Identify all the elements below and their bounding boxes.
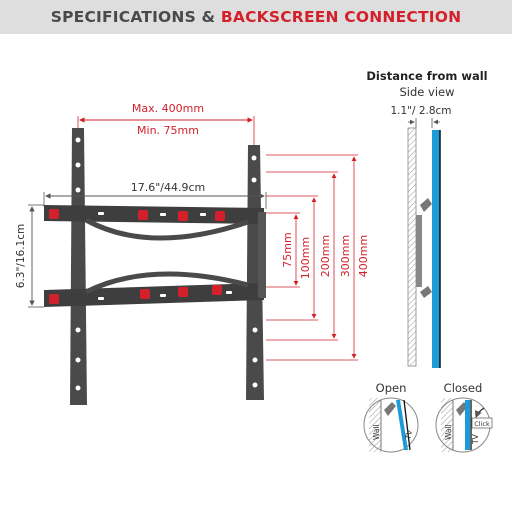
red-cap	[138, 210, 148, 220]
click-arrow-icon	[474, 407, 485, 419]
open-label: Open	[376, 381, 407, 395]
red-cap	[212, 285, 222, 295]
red-cap	[49, 294, 59, 304]
wall-distance-label: 1.1"/ 2.8cm	[390, 105, 451, 117]
vesa-labels: 75mm 100mm 200mm 300mm 400mm	[281, 232, 370, 279]
vesa-200-label: 200mm	[319, 235, 332, 277]
rail-slot	[160, 213, 166, 216]
red-cap	[215, 211, 225, 221]
max-min-dimension: Max. 400mm Min. 75mm	[77, 102, 255, 145]
bracket-profile	[416, 215, 422, 287]
rail-slot	[98, 297, 104, 300]
closed-tv-label: TV	[471, 433, 480, 445]
spec-diagram: Max. 400mm Min. 75mm 17.6"/44.9cm 6.3"/1…	[15, 69, 493, 453]
arm-hole	[75, 162, 81, 168]
title-part-specifications: SPECIFICATIONS &	[50, 8, 221, 26]
bracket-strut	[84, 271, 249, 295]
min-dimension-label: Min. 75mm	[137, 124, 199, 137]
width-label: 17.6"/44.9cm	[131, 181, 206, 194]
rail-slot	[160, 294, 166, 297]
arm-hole	[75, 187, 81, 193]
height-label: 6.3"/16.1cm	[15, 224, 27, 288]
side-view-title: Distance from wall	[366, 69, 487, 83]
open-wall-label: Wall	[372, 424, 381, 440]
page-title: SPECIFICATIONS & BACKSCREEN CONNECTION	[51, 8, 462, 26]
width-dimension: 17.6"/44.9cm	[43, 181, 267, 209]
header-bar: SPECIFICATIONS & BACKSCREEN CONNECTION	[0, 0, 512, 34]
detail-open: Open Wall TV	[363, 381, 419, 453]
tv-profile	[432, 130, 440, 368]
click-label: Click	[474, 420, 490, 428]
bracket-hook	[420, 198, 432, 212]
detail-closed: Closed Click Wall TV	[435, 381, 493, 453]
arm-hole	[75, 327, 81, 333]
red-cap	[49, 209, 59, 219]
left-vertical-arm	[70, 128, 87, 405]
side-view: Distance from wall Side view 1.1"/ 2.8cm	[366, 69, 488, 368]
wall-bracket	[44, 128, 266, 405]
hook-plate	[258, 212, 266, 298]
top-rail	[44, 205, 264, 224]
side-view-subtitle: Side view	[399, 85, 454, 99]
wall	[407, 127, 417, 367]
arm-hole	[251, 177, 257, 183]
vesa-100-label: 100mm	[299, 237, 312, 279]
arm-hole	[252, 357, 258, 363]
arm-hole	[75, 357, 81, 363]
red-cap	[178, 211, 188, 221]
arm-hole	[251, 155, 257, 161]
vesa-dimensions	[266, 154, 358, 361]
vesa-75-label: 75mm	[281, 232, 294, 267]
rail-slot	[200, 213, 206, 216]
arm-hole	[75, 137, 81, 143]
bottom-rail	[44, 283, 264, 307]
red-cap	[140, 289, 150, 299]
title-part-backscreen: BACKSCREEN CONNECTION	[220, 8, 462, 26]
height-dimension: 6.3"/16.1cm	[15, 204, 44, 308]
bracket-hook	[420, 286, 432, 298]
arm-hole	[252, 327, 258, 333]
vesa-300-label: 300mm	[339, 235, 352, 277]
arm-hole	[75, 385, 81, 391]
closed-wall-label: Wall	[444, 424, 453, 440]
max-dimension-label: Max. 400mm	[132, 102, 204, 115]
closed-label: Closed	[444, 381, 483, 395]
vesa-400-label: 400mm	[357, 235, 370, 277]
rail-slot	[226, 291, 232, 294]
open-tv-label: TV	[403, 428, 415, 442]
arm-hole	[252, 382, 258, 388]
red-cap	[178, 287, 188, 297]
rail-slot	[98, 212, 104, 215]
bracket-strut	[84, 217, 249, 241]
